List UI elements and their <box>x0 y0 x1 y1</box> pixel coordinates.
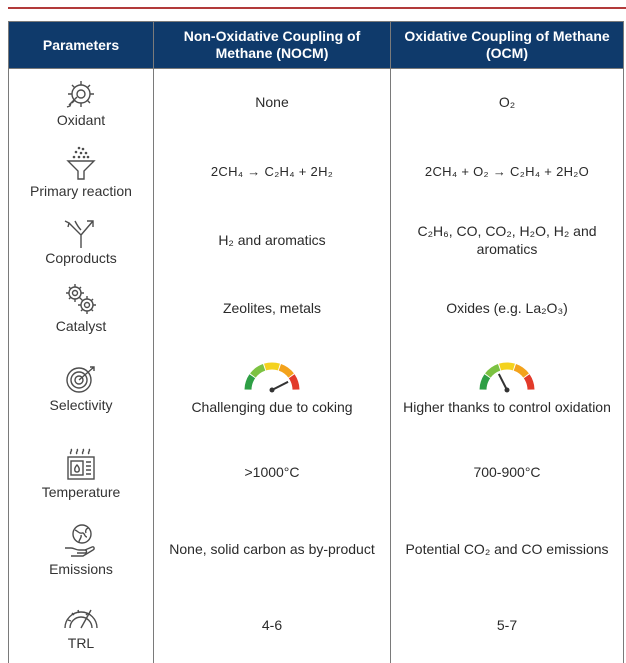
nocm-value: None, solid carbon as by-product <box>169 541 375 557</box>
param-label: Temperature <box>41 484 121 500</box>
row-emissions: Emissions None, solid carbon as by-produ… <box>8 510 624 588</box>
ocm-cell: C₂H₆, CO, CO₂, H₂O, H₂ and aromatics <box>390 207 624 273</box>
globe-hand-icon <box>65 523 95 557</box>
param-cell: Oxidant <box>8 68 154 136</box>
ocm-value: O₂ <box>498 94 516 111</box>
nocm-value: Zeolites, metals <box>222 299 322 316</box>
gauge-segment <box>244 373 256 390</box>
header-ocm: Oxidative Coupling of Methane (OCM) <box>390 21 624 69</box>
target-icon <box>66 366 95 393</box>
param-cell: Primary reaction <box>8 135 154 208</box>
gauge-segment <box>523 373 535 390</box>
gauge-segment <box>513 363 529 378</box>
param-label: TRL <box>67 634 95 651</box>
ocm-cell: Higher thanks to control oxidation <box>390 342 624 433</box>
furnace-icon <box>67 448 95 480</box>
gauge-segment <box>278 363 294 378</box>
nocm-cell: None <box>153 68 391 136</box>
param-label: Coproducts <box>45 249 117 266</box>
gauge-hub <box>504 387 510 392</box>
nocm-value: Challenging due to coking <box>191 398 353 415</box>
nocm-cell: H₂ and aromatics <box>153 207 391 273</box>
row-selectivity: Selectivity Challenging due to coking Hi… <box>8 342 624 433</box>
ocm-cell: Potential CO₂ and CO emissions <box>390 510 624 588</box>
gauge-nocm-icon <box>244 362 300 392</box>
row-catalyst: Catalyst Zeolites, metals Oxides (e.g. L… <box>8 272 624 343</box>
nocm-cell: Challenging due to coking <box>153 342 391 433</box>
speedometer-icon <box>64 609 98 628</box>
funnel-icon <box>66 146 96 180</box>
gauge-segment <box>485 363 501 378</box>
gauge-segment <box>250 363 266 378</box>
param-label: Catalyst <box>55 318 107 334</box>
row-primary-reaction: Primary reaction 2CH₄ → C₂H₄ + 2H₂ 2CH₄ … <box>8 135 624 208</box>
param-label: Primary reaction <box>30 183 132 199</box>
nocm-cell: Zeolites, metals <box>153 272 391 343</box>
param-label: Emissions <box>49 560 113 577</box>
header-row: Parameters Non-Oxidative Coupling of Met… <box>8 21 624 69</box>
ocm-value: Higher thanks to control oxidation <box>403 398 611 415</box>
row-coproducts: Coproducts H₂ and aromatics C₂H₆, CO, CO… <box>8 207 624 273</box>
ocm-cell: 5-7 <box>390 587 624 663</box>
ocm-value: Oxides (e.g. La₂O₃) <box>446 299 568 316</box>
param-cell: TRL <box>8 587 154 663</box>
gears-icon <box>66 284 96 314</box>
param-cell: Emissions <box>8 510 154 588</box>
gauge-ocm-icon <box>479 362 535 392</box>
gauge-segment <box>499 362 515 370</box>
ocm-value: Potential CO₂ and CO emissions <box>405 541 609 557</box>
param-cell: Temperature <box>8 432 154 511</box>
header-nocm: Non-Oxidative Coupling of Methane (NOCM) <box>153 21 391 69</box>
ocm-cell: 700-900°C <box>390 432 624 511</box>
nocm-value: >1000°C <box>244 463 300 480</box>
nocm-value: 4-6 <box>261 617 283 633</box>
gauge-segment <box>264 362 280 370</box>
split-arrows-icon <box>64 219 94 248</box>
ocm-cell: O₂ <box>390 68 624 136</box>
comparison-table: Parameters Non-Oxidative Coupling of Met… <box>8 21 624 663</box>
nocm-cell: 2CH₄ → C₂H₄ + 2H₂ <box>153 135 391 208</box>
gauge-needle <box>497 373 508 390</box>
ocm-value: 700-900°C <box>473 463 541 480</box>
row-temperature: Temperature >1000°C 700-900°C <box>8 432 624 511</box>
gauge-hub <box>269 387 275 392</box>
nocm-value: H₂ and aromatics <box>218 232 326 248</box>
row-oxidant: Oxidant None O₂ <box>8 68 624 136</box>
nocm-value: 2CH₄ → C₂H₄ + 2H₂ <box>210 163 334 179</box>
ocm-value: C₂H₆, CO, CO₂, H₂O, H₂ and aromatics <box>417 223 597 257</box>
gear-wrench-icon <box>66 80 94 108</box>
nocm-value: None <box>255 94 289 111</box>
ocm-cell: 2CH₄ + O₂ → C₂H₄ + 2H₂O <box>390 135 624 208</box>
param-cell: Coproducts <box>8 207 154 273</box>
param-cell: Catalyst <box>8 272 154 343</box>
ocm-value: 2CH₄ + O₂ → C₂H₄ + 2H₂O <box>424 163 590 179</box>
row-trl: TRL 4-6 5-7 <box>8 587 624 663</box>
top-divider <box>8 7 626 9</box>
param-label: Oxidant <box>56 111 106 128</box>
gauge-segment <box>479 373 491 390</box>
gauge-segment <box>288 373 300 390</box>
param-label: Selectivity <box>49 397 113 413</box>
nocm-cell: None, solid carbon as by-product <box>153 510 391 588</box>
gauge-needle <box>271 380 289 391</box>
nocm-cell: >1000°C <box>153 432 391 511</box>
ocm-cell: Oxides (e.g. La₂O₃) <box>390 272 624 343</box>
param-cell: Selectivity <box>8 342 154 433</box>
ocm-value: 5-7 <box>496 617 518 633</box>
header-parameters: Parameters <box>8 21 154 69</box>
nocm-cell: 4-6 <box>153 587 391 663</box>
